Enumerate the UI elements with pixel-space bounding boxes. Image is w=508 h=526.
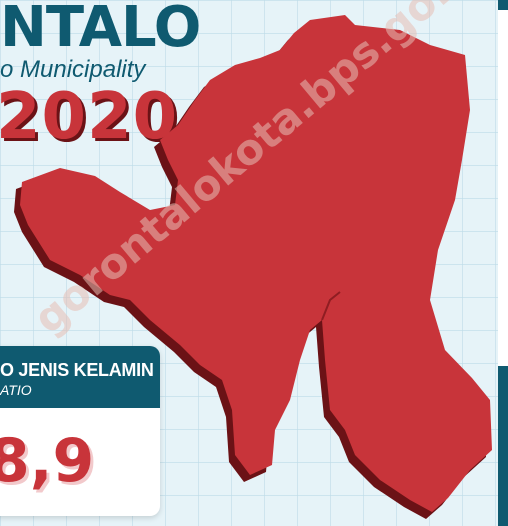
map-region — [20, 15, 492, 512]
right-info-panel — [498, 0, 508, 526]
right-panel-footer — [498, 366, 508, 526]
right-panel-header — [498, 0, 508, 10]
page-title: NTALO — [0, 0, 201, 60]
card-subtitle: ATIO — [0, 382, 32, 398]
sex-ratio-value: 8,9 — [0, 426, 95, 496]
page-subtitle: o Municipality — [0, 56, 146, 83]
sex-ratio-card: O JENIS KELAMIN ATIO 8,9 — [0, 346, 160, 516]
year-label: 2020 — [0, 80, 179, 154]
district-boundary — [321, 291, 341, 321]
card-title: O JENIS KELAMIN — [0, 360, 154, 380]
right-panel-body — [498, 10, 508, 366]
card-header: O JENIS KELAMIN ATIO — [0, 346, 160, 408]
